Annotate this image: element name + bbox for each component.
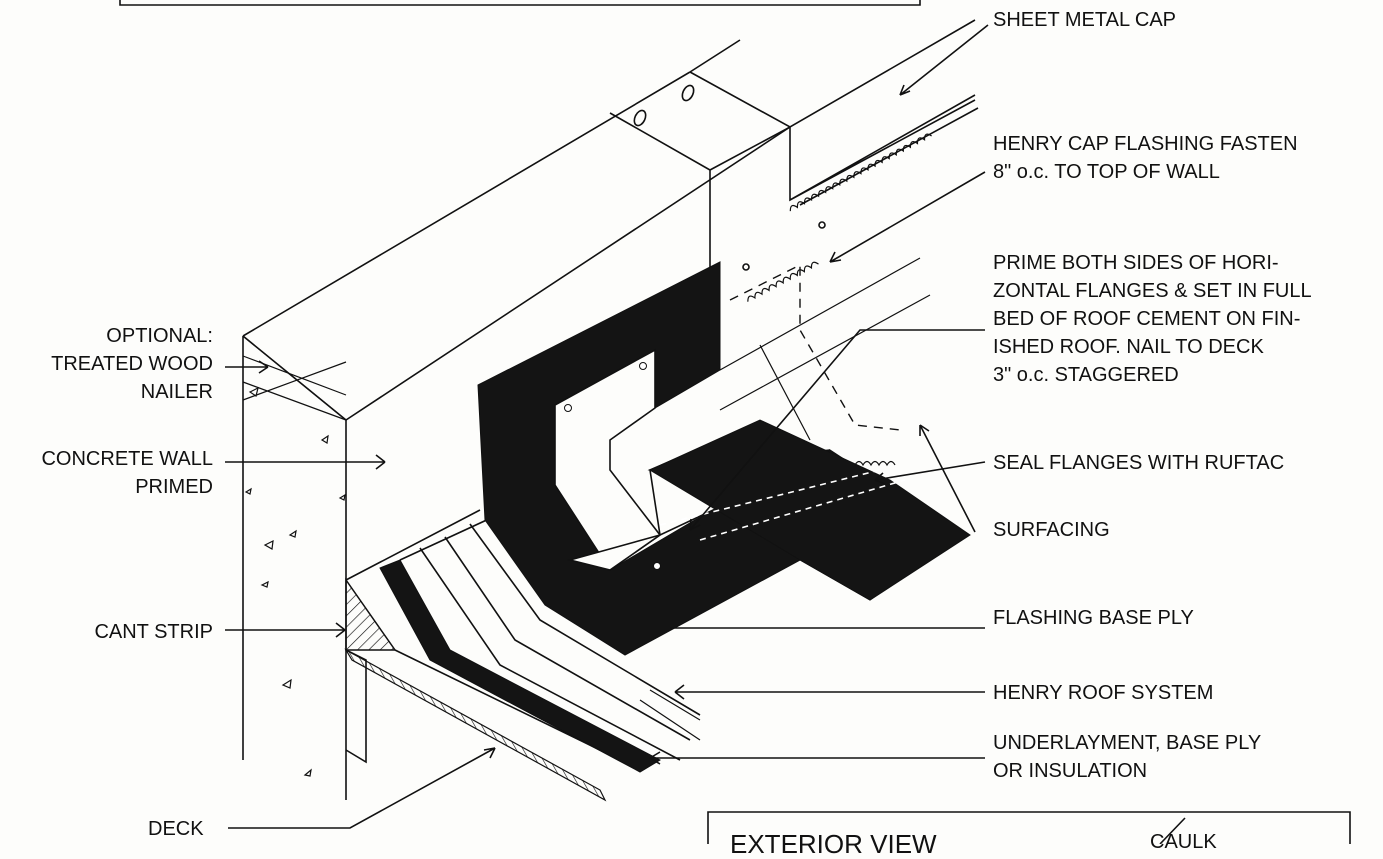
wall-top-joint — [609, 112, 791, 300]
caulk-leader — [1159, 817, 1186, 844]
ruftac-seal — [854, 460, 896, 467]
label-optional-1: OPTIONAL: — [106, 325, 213, 347]
label-sheet-metal-cap: SHEET METAL CAP — [993, 9, 1177, 31]
leader-prime — [689, 329, 985, 531]
label-seal-flanges: SEAL FLANGES WITH RUFTAC — [993, 452, 1285, 474]
nail-dot — [653, 562, 661, 570]
roof-system-layers — [345, 499, 701, 761]
leader-sheet-metal-cap — [899, 24, 989, 96]
concrete-wall-front — [242, 335, 347, 800]
label-prime-4: ISHED ROOF. NAIL TO DECK — [993, 336, 1264, 358]
leader-underlayment — [649, 751, 985, 765]
fastener-hole — [681, 84, 695, 102]
nail-dot — [639, 362, 647, 370]
surfacing-edge — [719, 257, 931, 441]
label-optional-3: NAILER — [140, 381, 213, 403]
label-caulk: CAULK — [1150, 831, 1217, 853]
flashing-opening — [554, 348, 662, 572]
label-prime-2: ZONTAL FLANGES & SET IN FULL — [993, 280, 1312, 302]
label-underlayment-2: OR INSULATION — [993, 760, 1148, 782]
wood-block — [345, 649, 367, 764]
leader-seal — [874, 461, 986, 485]
label-prime-1: PRIME BOTH SIDES OF HORI- — [993, 252, 1279, 274]
label-flashing-base-ply: FLASHING BASE PLY — [993, 607, 1194, 629]
leader-roof-system — [674, 684, 985, 700]
wall-top-edge — [689, 19, 976, 128]
label-prime-3: BED OF ROOF CEMENT ON FIN- — [993, 308, 1301, 330]
label-surfacing: SURFACING — [993, 519, 1110, 541]
deck — [344, 648, 607, 802]
leader-surfacing — [919, 424, 976, 533]
cap-flashing-teeth — [747, 133, 932, 302]
label-henry-roof-system: HENRY ROOF SYSTEM — [993, 682, 1214, 704]
fastener-dot — [818, 221, 826, 229]
leader-nailer — [225, 360, 269, 374]
exterior-view-box — [707, 811, 1351, 844]
nail-dot — [564, 404, 572, 412]
label-deck: DECK — [148, 818, 204, 840]
label-prime-5: 3" o.c. STAGGERED — [993, 364, 1179, 386]
top-box-frame — [119, 0, 921, 6]
wood-nailer — [242, 335, 347, 421]
label-underlayment-1: UNDERLAYMENT, BASE PLY — [993, 732, 1262, 754]
flashing-flange — [648, 419, 971, 601]
leader-cant — [225, 622, 346, 638]
label-exterior-view: EXTERIOR VIEW — [730, 829, 937, 859]
leader-cap-flashing — [829, 171, 986, 263]
leader-deck — [228, 747, 496, 829]
label-cap-flashing-1: HENRY CAP FLASHING FASTEN — [993, 133, 1298, 155]
label-cap-flashing-2: 8" o.c. TO TOP OF WALL — [993, 161, 1220, 183]
cant-strip — [345, 577, 397, 651]
label-optional-2: TREATED WOOD — [51, 353, 213, 375]
label-concrete-2: PRIMED — [135, 476, 213, 498]
fastener-dot — [742, 263, 750, 271]
roof-system-lines — [639, 689, 701, 741]
flange-seal-dash — [659, 469, 906, 541]
fastener-hole — [633, 109, 647, 127]
label-concrete-1: CONCRETE WALL — [41, 448, 213, 470]
leader-concrete — [225, 454, 386, 470]
hidden-line — [729, 263, 901, 431]
label-cant-strip: CANT STRIP — [94, 621, 213, 643]
concrete-aggregate — [244, 386, 346, 777]
